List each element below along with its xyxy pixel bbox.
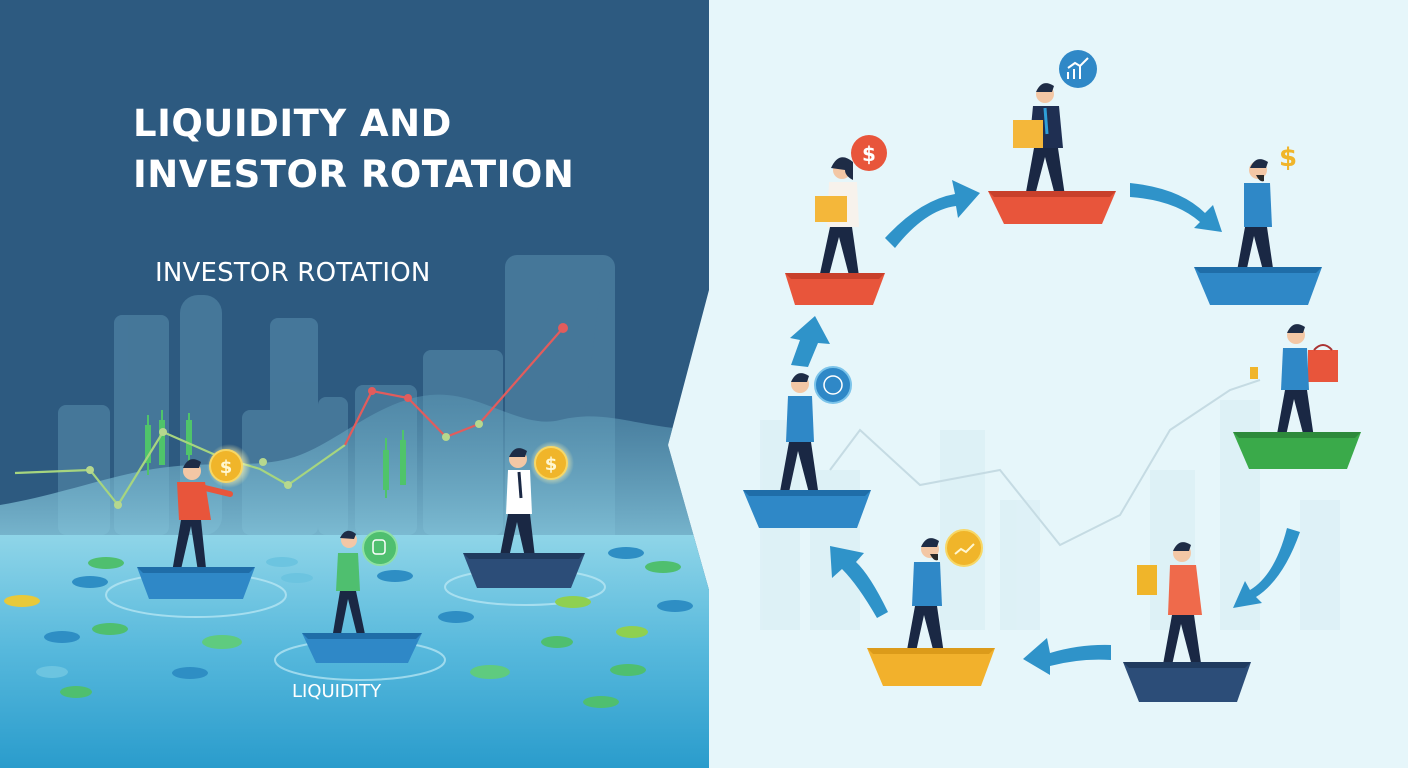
floating-coins [4, 547, 693, 708]
left-trendline-red [344, 327, 564, 446]
left-candlesticks [145, 410, 406, 498]
investor-white-shirt: $ [463, 441, 585, 588]
rotation-arrows [790, 180, 1300, 675]
investor-green [302, 530, 422, 663]
svg-text:$: $ [220, 457, 233, 478]
arrow-4-to-5 [1233, 528, 1300, 608]
page-title: LIQUIDITY AND INVESTOR ROTATION [133, 98, 693, 200]
left-panel: $ $ [0, 0, 709, 768]
title-line-2: INVESTOR ROTATION [133, 153, 575, 196]
cycle-investor-3: $ [1194, 143, 1322, 305]
cycle-investor-7 [743, 366, 871, 528]
cycle-investor-2 [988, 50, 1116, 224]
title-line-1: LIQUIDITY AND [133, 102, 452, 145]
cycle-investor-5 [1123, 542, 1251, 702]
left-trendline-green [14, 430, 346, 507]
investor-rotation-subtitle: INVESTOR ROTATION [155, 258, 431, 288]
right-faint-trendline [829, 379, 1261, 547]
liquidity-label: LIQUIDITY [292, 681, 382, 702]
svg-text:$: $ [545, 454, 558, 475]
cycle-investor-4 [1233, 324, 1361, 469]
arrow-5-to-6 [1023, 638, 1111, 675]
arrow-6-to-7 [830, 546, 888, 618]
arrow-1-to-2 [885, 180, 980, 248]
arrow-2-to-3 [1130, 183, 1222, 232]
svg-text:$: $ [1279, 143, 1297, 173]
cycle-investor-6 [867, 529, 995, 686]
investor-orange: $ [137, 444, 255, 599]
trend-points [86, 420, 483, 509]
cycle-investor-1: $ [785, 135, 887, 305]
arrow-7-to-1 [790, 316, 830, 367]
svg-text:$: $ [862, 142, 876, 166]
